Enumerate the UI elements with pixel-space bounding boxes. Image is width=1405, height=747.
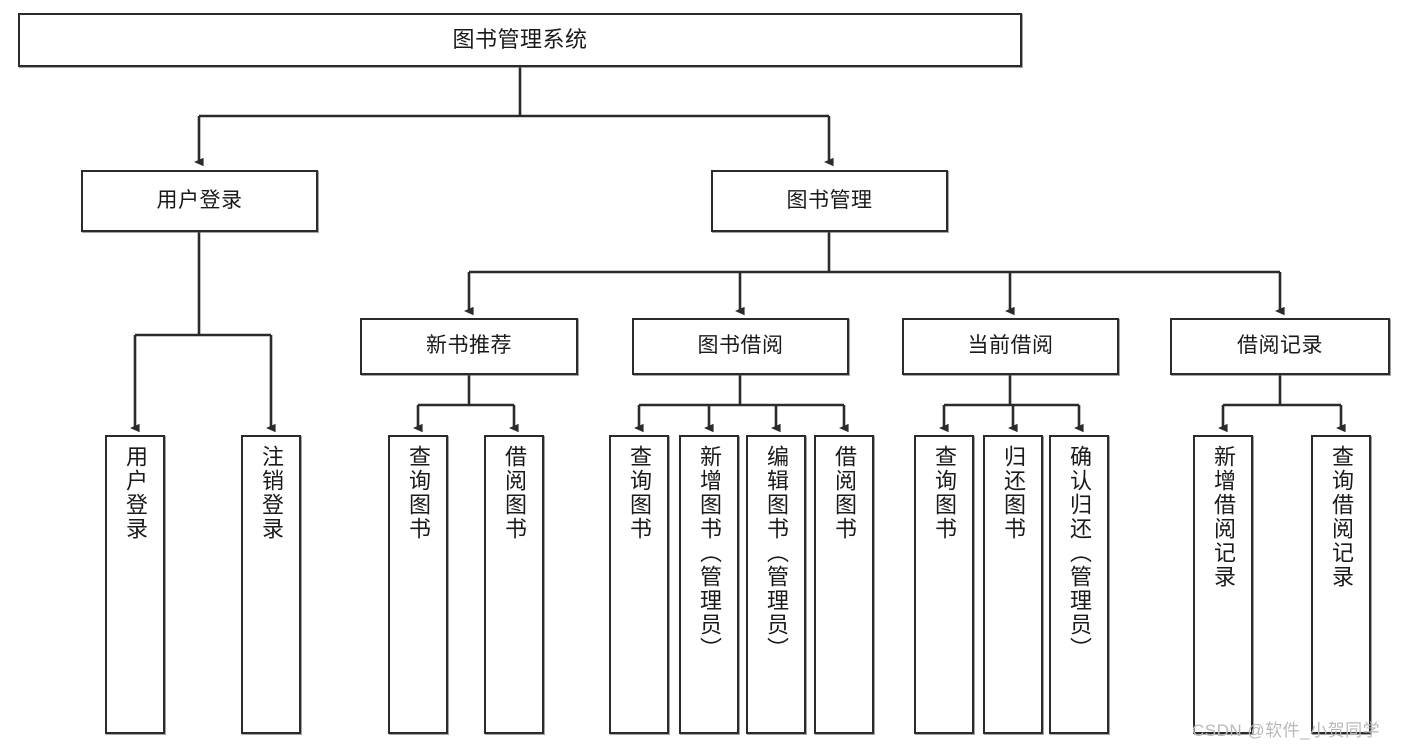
node-new-book-recommend[interactable]: 新书推荐 [360, 318, 578, 375]
node-user-login[interactable]: 用户登录 [81, 170, 318, 232]
node-label: 当前借阅 [967, 334, 1054, 358]
node-leaf-confirm-return-admin[interactable]: 确认归还（管理员） [1049, 435, 1109, 734]
node-leaf-query-book-current[interactable]: 查询图书 [914, 435, 974, 734]
node-label: 新增图书（管理员） [697, 445, 722, 661]
node-leaf-user-login[interactable]: 用户登录 [105, 435, 165, 734]
node-label: 图书管理系统 [452, 27, 588, 53]
node-label: 用户登录 [123, 445, 148, 541]
node-label: 查询图书 [406, 445, 431, 541]
node-borrow-record[interactable]: 借阅记录 [1170, 318, 1390, 375]
node-label: 查询图书 [627, 445, 652, 541]
node-leaf-query-book-borrow[interactable]: 查询图书 [609, 435, 669, 734]
node-label: 用户登录 [156, 188, 243, 212]
node-leaf-edit-book-admin[interactable]: 编辑图书（管理员） [746, 435, 806, 734]
node-label: 查询借阅记录 [1329, 445, 1354, 589]
node-label: 新书推荐 [426, 334, 512, 358]
node-label: 注销登录 [259, 445, 284, 541]
node-leaf-add-borrow-record[interactable]: 新增借阅记录 [1193, 435, 1253, 734]
node-label: 确认归还（管理员） [1067, 445, 1092, 661]
node-label: 查询图书 [932, 445, 957, 541]
node-leaf-query-borrow-record[interactable]: 查询借阅记录 [1311, 435, 1371, 734]
node-label: 归还图书 [1001, 445, 1026, 541]
node-book-borrow[interactable]: 图书借阅 [632, 318, 849, 375]
node-leaf-add-book-admin[interactable]: 新增图书（管理员） [679, 435, 739, 734]
node-label: 新增借阅记录 [1211, 445, 1236, 589]
node-label: 借阅记录 [1237, 334, 1323, 358]
node-label: 借阅图书 [502, 445, 527, 541]
node-leaf-logout[interactable]: 注销登录 [241, 435, 301, 734]
node-current-borrow[interactable]: 当前借阅 [902, 318, 1119, 375]
node-leaf-borrow-book-recommend[interactable]: 借阅图书 [484, 435, 544, 734]
node-label: 图书管理 [786, 188, 873, 212]
node-label: 图书借阅 [697, 334, 784, 358]
node-book-management[interactable]: 图书管理 [711, 170, 948, 232]
node-leaf-query-book-recommend[interactable]: 查询图书 [388, 435, 448, 734]
node-root-system[interactable]: 图书管理系统 [18, 13, 1022, 67]
node-label: 借阅图书 [832, 445, 857, 541]
node-leaf-borrow-book[interactable]: 借阅图书 [814, 435, 874, 734]
watermark-text: CSDN @软件_小贺同学 [1192, 721, 1381, 740]
node-label: 编辑图书（管理员） [764, 445, 789, 661]
node-leaf-return-book[interactable]: 归还图书 [983, 435, 1043, 734]
